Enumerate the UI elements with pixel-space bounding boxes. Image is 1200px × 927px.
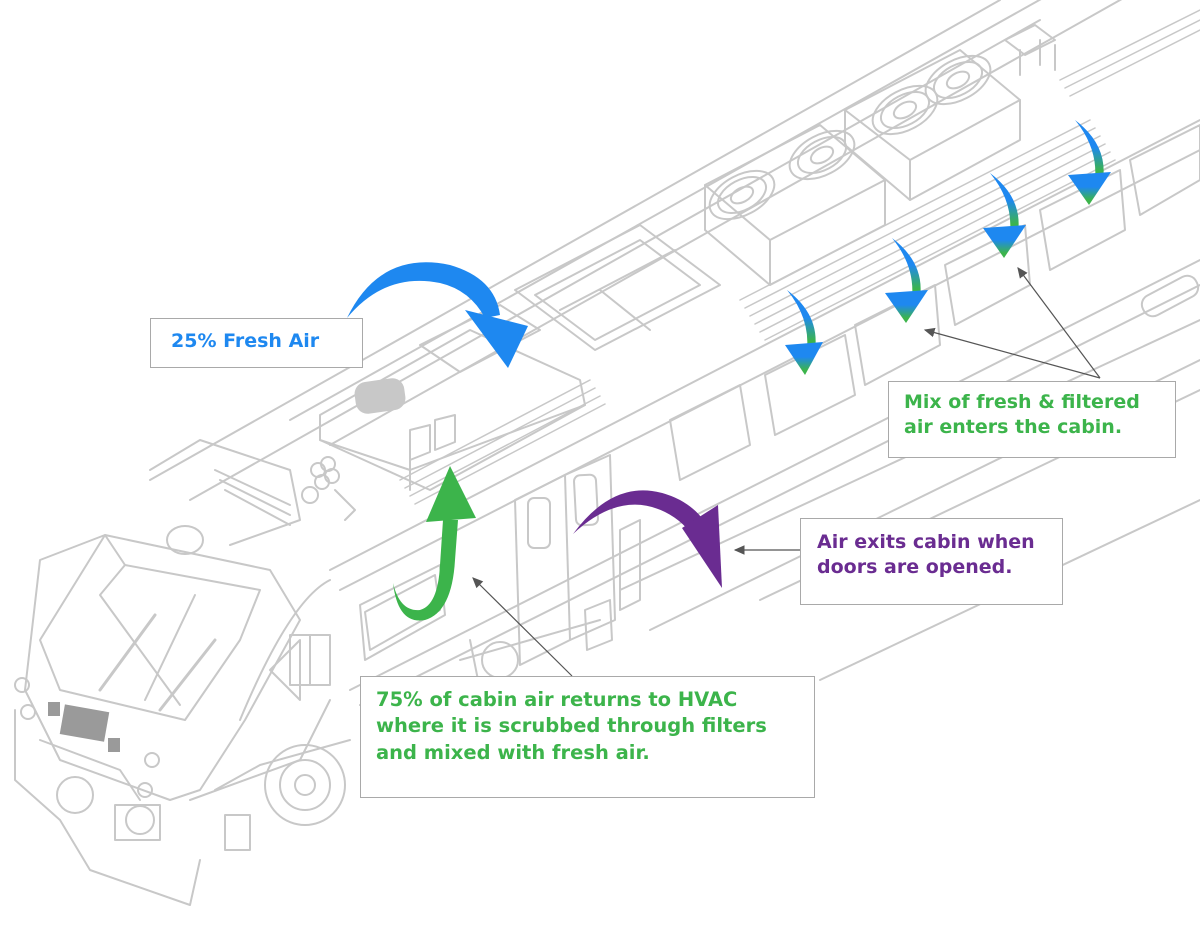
hvac-unit <box>844 49 1021 201</box>
callout-return-air: 75% of cabin air returns to HVAC where i… <box>360 676 815 798</box>
callout-mixed-air: Mix of fresh & filtered air enters the c… <box>888 381 1176 458</box>
curved-arrow-down-icon <box>347 262 528 368</box>
callout-text: and mixed with fresh air. <box>376 740 650 764</box>
rear-window <box>1140 274 1200 318</box>
curved-arrow-down-icon <box>573 490 722 588</box>
leader-mixed-2 <box>1017 267 1101 379</box>
callout-exit-air: Air exits cabin when doors are opened. <box>800 518 1063 605</box>
roof-louvres <box>399 9 1200 505</box>
vent-arrow-icon <box>785 290 823 375</box>
callout-text: Mix of fresh & filtered <box>904 391 1140 413</box>
vent-arrow-icon <box>1068 120 1111 205</box>
callout-fresh-air: 25% Fresh Air <box>150 318 363 368</box>
callout-text: doors are opened. <box>817 555 1013 578</box>
body-line <box>329 119 1200 571</box>
callout-text: Air exits cabin when <box>817 531 1035 553</box>
body-line <box>349 259 1200 691</box>
body-line <box>339 149 1200 591</box>
pantograph-base <box>1004 24 1056 76</box>
vent-arrows <box>785 120 1111 375</box>
callout-text: 75% of cabin air returns to HVAC <box>376 688 738 711</box>
curved-arrow-up-icon <box>393 466 476 621</box>
callout-text: air enters the cabin. <box>904 415 1123 438</box>
return-air-arrow <box>393 520 458 621</box>
body-line <box>359 284 1200 706</box>
cab-front <box>14 439 331 801</box>
leader-mixed-1 <box>923 327 1101 379</box>
coupler <box>14 709 201 906</box>
exit-air-arrow <box>573 490 710 540</box>
vent-arrow-icon <box>885 238 928 323</box>
headlamp-block <box>48 702 120 752</box>
leader-return <box>472 577 573 677</box>
roof-edge <box>189 19 1041 501</box>
roof-edge <box>149 0 1001 481</box>
doors <box>514 454 641 666</box>
vent-arrow-icon <box>983 173 1026 258</box>
callout-text: 25% Fresh Air <box>171 330 320 352</box>
roof-horns <box>301 456 356 521</box>
front-bogie <box>214 739 351 851</box>
fresh-air-arrow <box>347 262 500 318</box>
callout-text: where it is scrubbed through filters <box>376 714 767 738</box>
roof-hatch <box>514 224 721 351</box>
leader-lines <box>472 267 1101 677</box>
